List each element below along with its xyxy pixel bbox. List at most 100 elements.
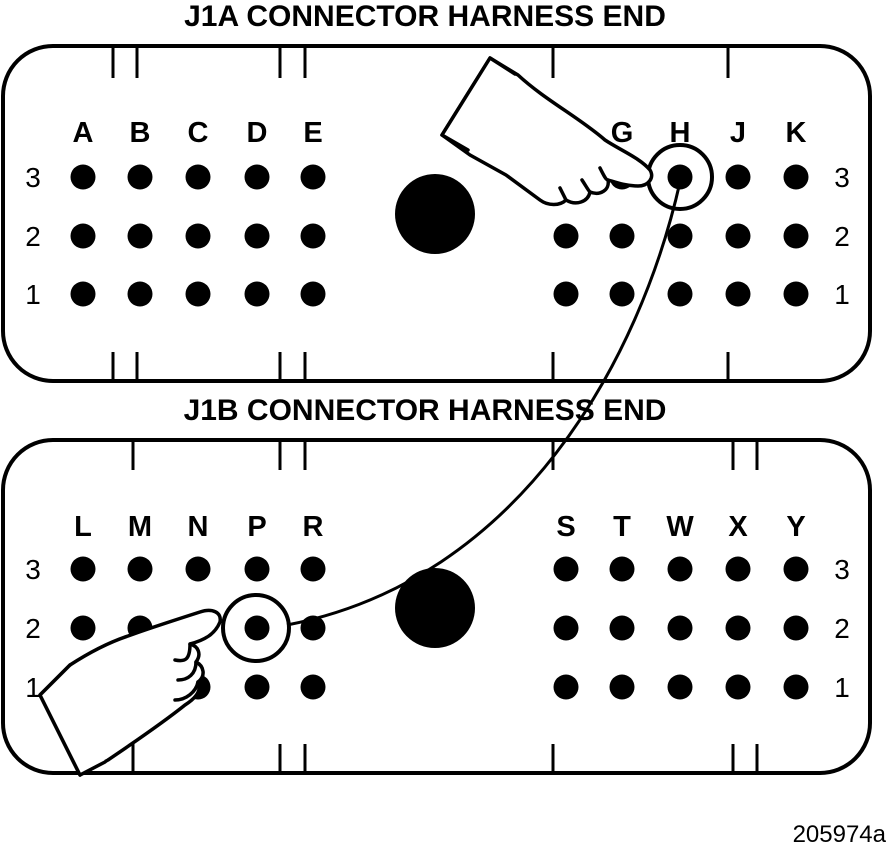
j1b-column-label: T (613, 511, 631, 543)
j1b-column-label: Y (786, 511, 805, 543)
j1b-pin (609, 615, 635, 641)
j1a-keys (111, 46, 730, 381)
j1a-pin (244, 223, 270, 249)
j1a-pin (185, 223, 211, 249)
j1b-row-label-left: 1 (25, 672, 41, 703)
j1b-column-label: L (74, 511, 92, 543)
j1a-pin (553, 281, 579, 307)
j1a-row-label-left: 3 (25, 162, 41, 193)
j1b-pin (783, 615, 809, 641)
j1b-pin (725, 556, 751, 582)
j1b-pin (70, 556, 96, 582)
pointing-hand-icon (440, 56, 654, 207)
j1b-pin (725, 615, 751, 641)
j1b-pin (667, 615, 693, 641)
j1a-row-label-left: 1 (25, 279, 41, 310)
j1b-column-label: R (303, 511, 324, 543)
j1a-pins (70, 164, 809, 307)
j1b-column-label: N (188, 511, 209, 543)
j1a-pin (70, 164, 96, 190)
j1a-pin (609, 223, 635, 249)
j1a-column-label: G (611, 117, 634, 149)
j1a-column-label: A (73, 117, 94, 149)
j1a-pin (127, 164, 153, 190)
j1b-pin (70, 615, 96, 641)
j1b-pin (609, 556, 635, 582)
j1b-pin (725, 674, 751, 700)
j1a-column-label: B (130, 117, 151, 149)
j1b-column-label: W (666, 511, 694, 543)
j1a-pin (244, 164, 270, 190)
j1b-pin (244, 615, 270, 641)
j1a-pin (127, 223, 153, 249)
j1b-pins (70, 556, 809, 700)
j1b-row-label-left: 2 (25, 613, 41, 644)
j1b-pin (553, 674, 579, 700)
j1b-center-post (395, 568, 475, 648)
j1a-column-label: C (188, 117, 209, 149)
j1b-pin (300, 556, 326, 582)
j1a-pin (783, 223, 809, 249)
j1a-row-label-left: 2 (25, 221, 41, 252)
j1b-column-label: P (247, 511, 266, 543)
j1a-pin (725, 281, 751, 307)
j1b-pin (244, 556, 270, 582)
j1b-pin (783, 674, 809, 700)
j1a-row-label-right: 1 (834, 279, 850, 310)
j1b-pin (667, 556, 693, 582)
j1a-pin (783, 281, 809, 307)
j1a-pin (609, 281, 635, 307)
j1b-highlight-ring-p2 (221, 593, 291, 663)
j1a-column-label: H (670, 117, 691, 149)
j1b-column-label: X (728, 511, 748, 543)
j1b-keys (131, 440, 759, 773)
pointing-hand-icon (38, 608, 222, 777)
j1a-center-post (395, 174, 475, 254)
j1a-pin (300, 164, 326, 190)
j1b-pin (553, 615, 579, 641)
j1a-connector: J1A CONNECTOR HARNESS END A B C D E G H J K 3 3 2 2… (1, 0, 872, 383)
j1a-pin (244, 281, 270, 307)
j1b-row-label-left: 3 (25, 554, 41, 585)
j1b-pin (300, 674, 326, 700)
j1a-pin (185, 164, 211, 190)
j1b-row-label-right: 1 (834, 672, 850, 703)
j1a-pin (667, 223, 693, 249)
j1a-column-label: D (247, 117, 268, 149)
j1a-row-label-right: 2 (834, 221, 850, 252)
j1a-column-label: J (730, 117, 746, 149)
j1a-pin (783, 164, 809, 190)
j1a-column-label: K (786, 117, 807, 149)
j1a-row-labels: 3 3 2 2 1 1 (25, 162, 850, 310)
j1b-pin (667, 674, 693, 700)
j1a-title: J1A CONNECTOR HARNESS END (184, 0, 666, 33)
j1a-pin (127, 281, 153, 307)
j1b-pin (127, 556, 153, 582)
j1b-column-label: M (128, 511, 152, 543)
j1a-row-label-right: 3 (834, 162, 850, 193)
j1b-pin (553, 556, 579, 582)
j1b-row-label-right: 3 (834, 554, 850, 585)
j1a-column-label: E (303, 117, 322, 149)
j1a-pin (70, 223, 96, 249)
j1b-pin (185, 556, 211, 582)
j1a-pin (70, 281, 96, 307)
j1a-pin (725, 223, 751, 249)
j1a-pin (300, 223, 326, 249)
j1b-pin (783, 556, 809, 582)
j1b-pin (609, 674, 635, 700)
j1a-pin (725, 164, 751, 190)
j1a-pin (300, 281, 326, 307)
figure-number: 205974a (793, 821, 887, 847)
j1a-pin (667, 164, 693, 190)
j1a-pin (553, 223, 579, 249)
j1b-pin (244, 674, 270, 700)
j1b-column-label: S (556, 511, 575, 543)
j1a-pin (667, 281, 693, 307)
test-jumper-wire (286, 181, 682, 627)
